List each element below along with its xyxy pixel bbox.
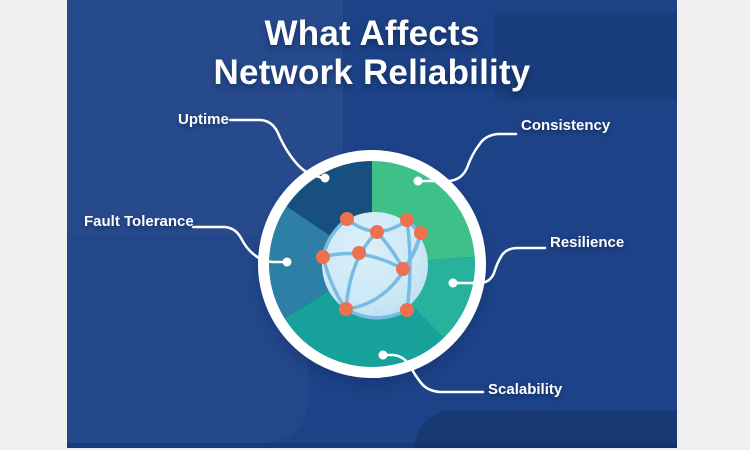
infographic-canvas: What Affects Network Reliability	[67, 0, 677, 448]
factor-label-resilience: Resilience	[550, 234, 625, 251]
connector-dot-resilience	[448, 278, 458, 288]
network-node	[340, 212, 354, 226]
network-node	[414, 226, 428, 240]
connector-fault-tolerance	[191, 225, 289, 264]
connector-consistency	[416, 132, 518, 183]
connector-dot-uptime	[320, 173, 330, 183]
connector-dot-fault-tolerance	[282, 257, 292, 267]
connector-dot-consistency	[413, 176, 423, 186]
network-node	[400, 303, 414, 317]
globe-network-nodes	[316, 212, 428, 317]
network-node	[400, 213, 414, 227]
background-shade-bottom-right	[415, 410, 677, 448]
callout-connectors	[191, 118, 547, 394]
network-node	[339, 302, 353, 316]
factor-label-scalability: Scalability	[488, 381, 563, 398]
factor-label-fault-tolerance: Fault Tolerance	[84, 213, 194, 230]
network-globe-icon	[316, 212, 428, 320]
connector-resilience	[451, 246, 547, 285]
factor-label-uptime: Uptime	[178, 111, 229, 128]
reliability-diagram	[191, 118, 547, 394]
factor-wheel	[258, 150, 486, 378]
background-shade-top-right	[495, 12, 677, 100]
connector-scalability	[381, 353, 485, 394]
network-node	[370, 225, 384, 239]
connector-dot-scalability	[378, 350, 388, 360]
page-title-line-1: What Affects	[264, 14, 480, 53]
connector-uptime	[228, 118, 327, 180]
factor-label-consistency: Consistency	[521, 117, 611, 134]
background-shade-bottom-strip	[67, 443, 677, 448]
page-title: What Affects Network Reliability	[67, 14, 677, 92]
network-node	[352, 246, 366, 260]
network-node	[316, 250, 330, 264]
page-title-line-2: Network Reliability	[213, 53, 531, 92]
wheel-white-ring	[258, 150, 486, 378]
network-node	[396, 262, 410, 276]
